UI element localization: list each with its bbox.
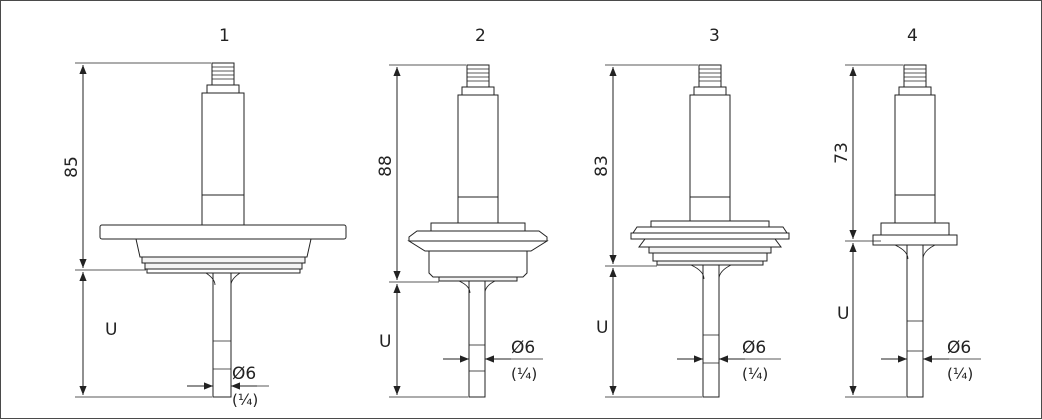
variant-4-diameter: Ø6 (947, 338, 971, 358)
variant-4-diameter-inch: (¼) (947, 365, 973, 383)
variant-2-diameter-inch: (¼) (511, 365, 537, 383)
variant-1-label: 1 (219, 26, 230, 46)
variant-1-probe (212, 272, 232, 398)
variant-1-u-dim: U (105, 320, 117, 340)
variant-1-diameter: Ø6 (232, 364, 256, 384)
variant-3-height-dim: 83 (592, 155, 612, 177)
variant-3-diameter: Ø6 (742, 338, 766, 358)
variant-1-diameter-inch: (¼) (232, 391, 258, 409)
variant-4-height-dim: 73 (832, 142, 852, 164)
variant-3-label: 3 (709, 26, 720, 46)
variant-1-housing (201, 92, 245, 196)
variant-3-u-dim: U (596, 318, 608, 338)
variant-3-housing (689, 94, 731, 198)
variant-2-label: 2 (475, 26, 486, 46)
variant-4-flange (880, 222, 950, 236)
variant-2: 2 88 U Ø6 (¼) (376, 26, 549, 398)
variant-4: 4 73 U Ø6 (¼) (832, 26, 981, 398)
variant-3: 3 83 U Ø6 (¼) (592, 26, 790, 398)
variant-2-u-dim: U (379, 332, 391, 352)
variant-2-connector (466, 64, 490, 88)
variant-4-connector (903, 64, 927, 88)
variant-2-diameter: Ø6 (511, 338, 535, 358)
variant-1-connector (211, 62, 235, 86)
variant-4-housing (894, 94, 936, 196)
variant-2-probe (468, 280, 486, 398)
variant-2-height-dim: 88 (376, 155, 396, 177)
variant-3-probe (702, 264, 720, 398)
variant-2-clamp (408, 230, 548, 242)
variant-1: 1 85 U Ø6 (¼) (62, 26, 347, 409)
variant-3-flange (632, 226, 788, 234)
variant-1-flange (99, 224, 347, 240)
variant-3-connector (698, 64, 722, 88)
variant-1-height-dim: 85 (62, 156, 82, 178)
variant-4-u-dim: U (837, 304, 849, 324)
variant-3-diameter-inch: (¼) (742, 365, 768, 383)
variant-4-label: 4 (907, 26, 918, 46)
variant-2-housing (457, 94, 499, 198)
